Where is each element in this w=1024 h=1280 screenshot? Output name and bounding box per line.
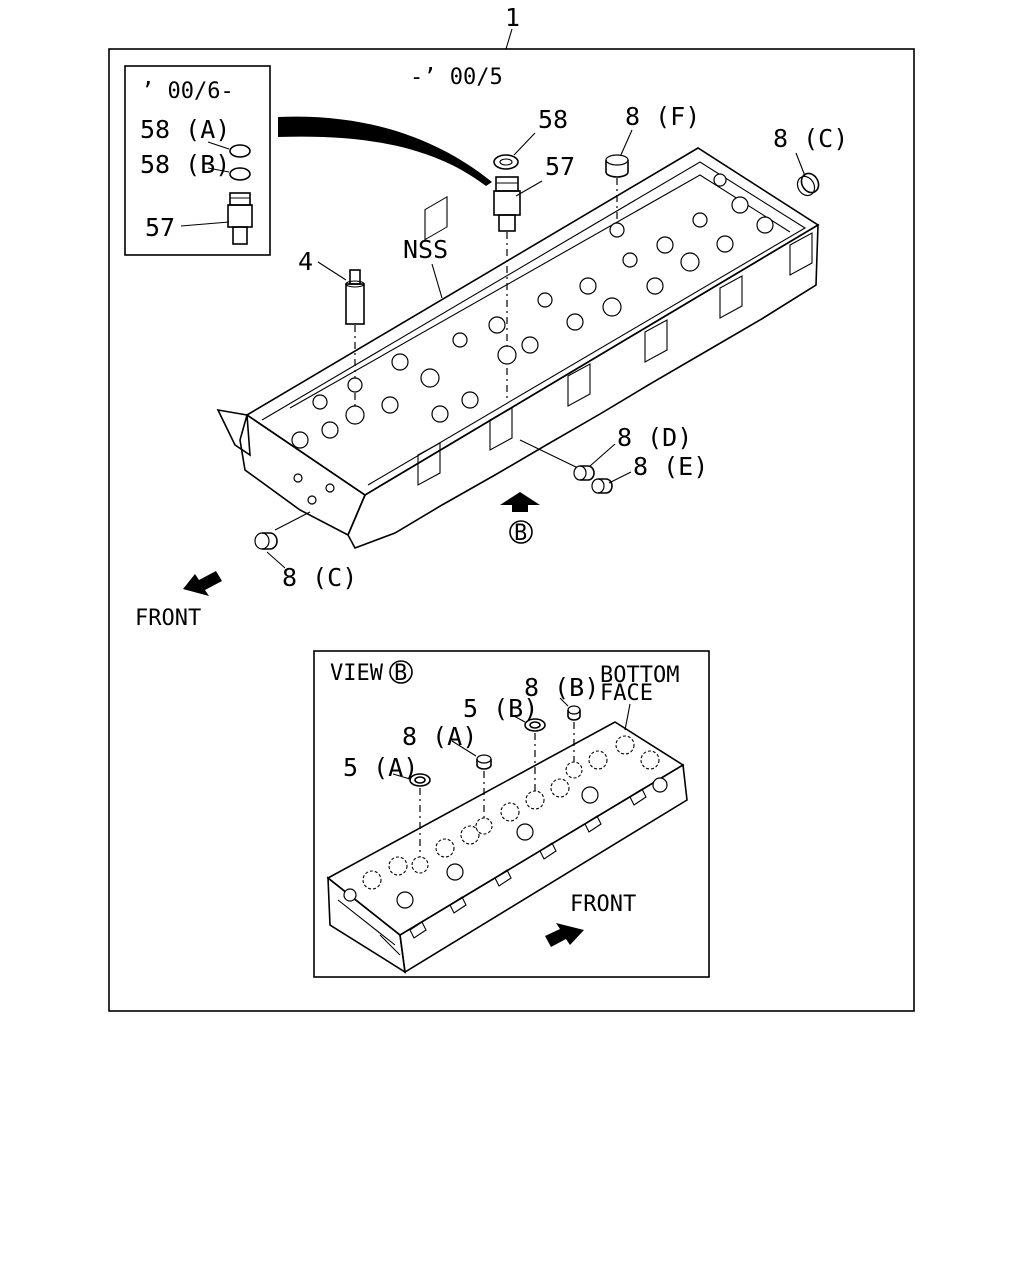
part-8b-leader xyxy=(559,697,569,707)
version-inset-box xyxy=(124,65,271,256)
plug-8b xyxy=(567,705,581,721)
part-5a-label: 5 (A) xyxy=(343,753,418,782)
view-b-title-circle xyxy=(389,660,413,684)
seal-58-ring xyxy=(493,154,519,170)
plug-8f-leader xyxy=(619,129,633,158)
plug-8e-leader xyxy=(608,471,632,484)
plug-8c-top xyxy=(796,172,820,197)
front-view-b-label: FRONT xyxy=(570,892,636,917)
seal-58a-ring xyxy=(229,144,251,158)
plug-8e xyxy=(591,478,613,494)
plug-8e-label: 8 (E) xyxy=(633,452,708,481)
seal-5a xyxy=(409,773,431,787)
view-b-title: VIEW xyxy=(330,661,384,686)
inset-injector-sleeve xyxy=(227,192,253,245)
assembly-label: 1 xyxy=(505,3,520,32)
plug-8c-top-leader xyxy=(795,152,806,177)
plug-8c-bottom-label: 8 (C) xyxy=(282,563,357,592)
plug-8f xyxy=(605,154,629,178)
nss-leader xyxy=(431,263,443,299)
part-5b-label: 5 (B) xyxy=(463,694,538,723)
part-8a-label: 8 (A) xyxy=(402,722,477,751)
seal-58b-ring xyxy=(229,167,251,181)
bottom-face-label-line1: BOTTOM xyxy=(600,663,679,688)
plug-8c-bottom xyxy=(254,532,278,550)
seal-58b-leader xyxy=(207,167,230,173)
part-4-leader xyxy=(317,261,347,281)
plug-8d xyxy=(573,465,595,481)
assembly-leader xyxy=(505,28,513,50)
seal-58a-leader xyxy=(207,141,230,150)
inset-57-leader xyxy=(180,221,230,227)
bottom-face-leader xyxy=(624,703,631,731)
plug-8d-leader xyxy=(589,443,616,467)
view-b-marker-circle xyxy=(509,520,533,544)
part-8a-leader xyxy=(451,740,477,757)
cylinder-head-bottom-view xyxy=(326,721,688,974)
valve-holes xyxy=(291,173,774,449)
view-b-marker-label: B xyxy=(514,521,527,546)
view-b-arrow xyxy=(500,492,540,512)
seal-58-leader xyxy=(513,132,536,156)
front-arrow-view-b xyxy=(545,923,584,947)
front-arrow-main xyxy=(183,571,222,596)
plug-8a xyxy=(476,754,492,770)
plug-8c-bottom-leader xyxy=(266,551,286,569)
cylinder-head-main xyxy=(216,147,820,549)
part-4-label: 4 xyxy=(298,247,313,276)
view-b-box xyxy=(313,650,710,978)
inset-57-label: 57 xyxy=(145,213,175,242)
version-new-label: ’ 00/6- xyxy=(141,79,234,104)
part-5b-leader xyxy=(511,714,526,723)
seal-58b-label: 58 (B) xyxy=(140,150,230,179)
seal-58-label: 58 xyxy=(538,105,568,134)
part-57-label: 57 xyxy=(545,152,575,181)
version-transition-arrow xyxy=(278,116,492,186)
bottom-face-label-line2: FACE xyxy=(600,681,653,706)
front-main-label: FRONT xyxy=(135,606,201,631)
plug-8d-body-leader xyxy=(519,439,579,469)
seal-58a-label: 58 (A) xyxy=(140,115,230,144)
part-8b-label: 8 (B) xyxy=(524,673,599,702)
plug-8f-label: 8 (F) xyxy=(625,102,700,131)
plug-8c-top-label: 8 (C) xyxy=(773,124,848,153)
part-4-pin xyxy=(345,269,365,325)
injector-sleeve xyxy=(493,176,521,232)
outer-frame xyxy=(108,48,915,1012)
view-b-title-marker: B xyxy=(394,661,407,686)
plug-8d-label: 8 (D) xyxy=(617,423,692,452)
version-old-label: -’ 00/5 xyxy=(410,65,503,90)
seal-5b xyxy=(524,718,546,732)
part-5a-leader xyxy=(392,773,411,780)
